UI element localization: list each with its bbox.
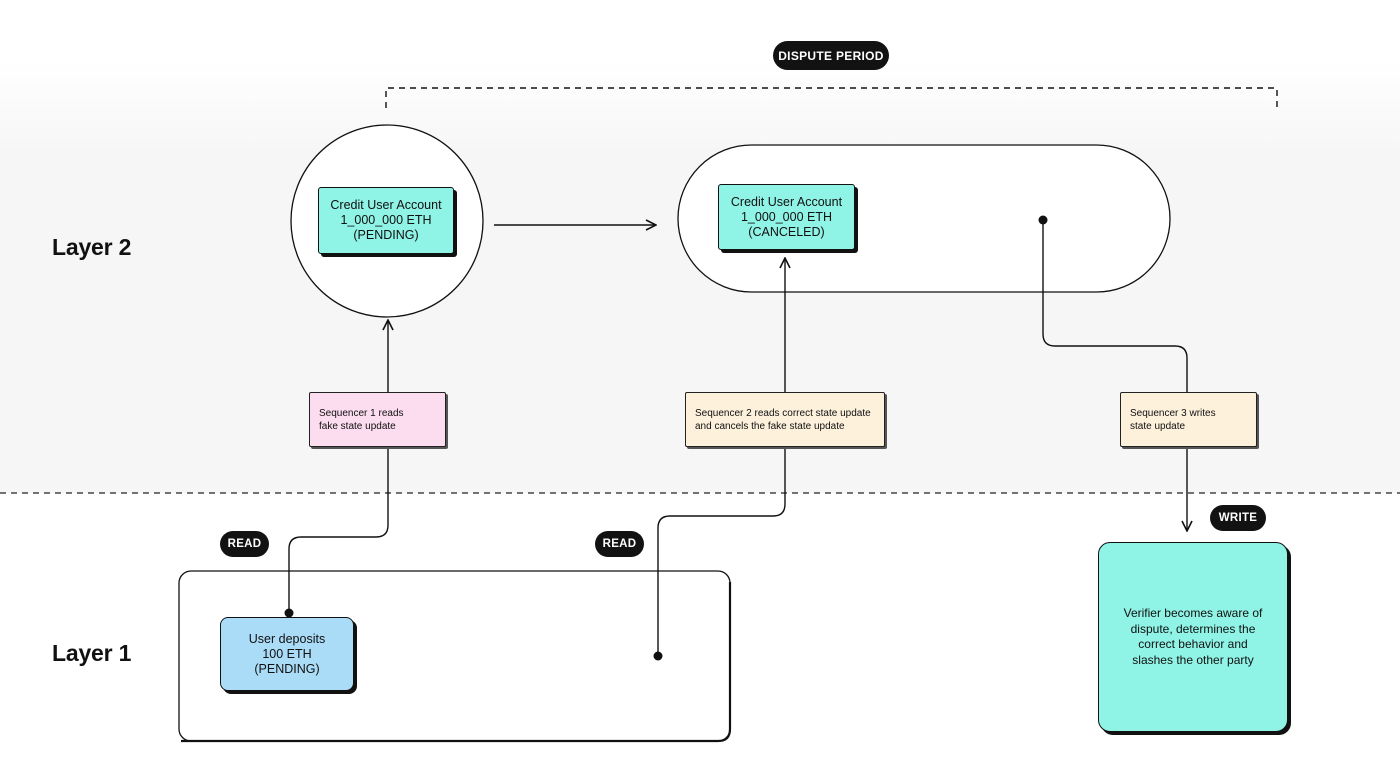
- deposit-status: (PENDING): [254, 661, 320, 676]
- sequencer3-line1: Sequencer 3 writes: [1130, 407, 1216, 419]
- credit-canceled-amount: 1_000_000 ETH: [740, 209, 833, 224]
- deposit-anchor-dot: [284, 608, 294, 618]
- sequencer2-note: Sequencer 2 reads correct state update a…: [685, 392, 885, 447]
- dispute-period-bracket: [385, 87, 1278, 108]
- layer1-label: Layer 1: [52, 640, 132, 666]
- deposit-amount: 100 ETH: [262, 646, 312, 661]
- sequencer3-note: Sequencer 3 writes state update: [1120, 392, 1257, 447]
- credit-pending-title: Credit User Account: [330, 198, 442, 212]
- verifier-line2: dispute, determines the: [1130, 621, 1256, 636]
- deposit-title: User deposits: [248, 631, 326, 646]
- credit-canceled-box: Credit User Account 1_000_000 ETH (CANCE…: [718, 184, 855, 250]
- sequencer3-line2: state update: [1130, 420, 1186, 432]
- credit-canceled-title: Credit User Account: [730, 194, 843, 209]
- credit-pending-amount: 1_000_000 ETH: [340, 213, 432, 227]
- layer2-capsule-container: [677, 144, 1171, 293]
- user-deposit-box: User deposits 100 ETH (PENDING): [220, 617, 354, 691]
- sequencer1-path: [288, 447, 389, 613]
- sequencer2-line1: Sequencer 2 reads correct state update: [695, 407, 871, 419]
- verifier-line3: correct behavior and: [1138, 637, 1248, 651]
- read-pill-left: READ: [220, 531, 269, 557]
- layer2-label: Layer 2: [52, 234, 132, 260]
- read-pill-right: READ: [595, 531, 644, 557]
- credit-pending-status: (PENDING): [353, 228, 419, 242]
- capsule-anchor-dot: [1038, 215, 1048, 225]
- sequencer1-line1: Sequencer 1 reads: [319, 407, 404, 419]
- verifier-box: Verifier becomes aware of dispute, deter…: [1098, 542, 1288, 732]
- layer1-anchor-dot: [653, 651, 663, 661]
- dispute-period-pill: DISPUTE PERIOD: [773, 41, 889, 70]
- sequencer2-line2: and cancels the fake state update: [695, 420, 845, 432]
- verifier-line4: slashes the other party: [1132, 652, 1254, 667]
- verifier-line1: Verifier becomes aware of: [1123, 606, 1263, 620]
- credit-pending-box: Credit User Account 1_000_000 ETH (PENDI…: [318, 187, 454, 254]
- credit-canceled-status: (CANCELED): [748, 224, 825, 239]
- sequencer2-path: [657, 447, 786, 656]
- sequencer1-line2: fake state update: [319, 420, 396, 432]
- sequencer1-note: Sequencer 1 reads fake state update: [309, 392, 446, 447]
- sequencer3-path: [1042, 220, 1188, 392]
- write-pill: WRITE: [1210, 505, 1266, 531]
